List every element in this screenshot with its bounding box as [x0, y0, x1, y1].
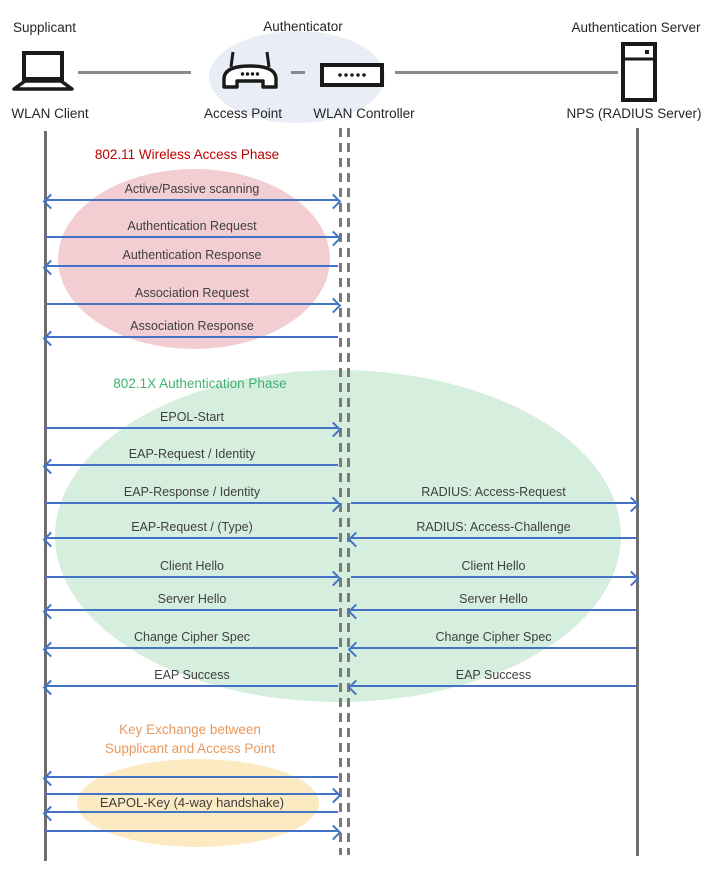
- server-lifeline: [636, 128, 639, 856]
- device-wlan-client: WLAN Client: [11, 106, 89, 121]
- ap-to-controller-dash: [291, 71, 305, 74]
- phase3-title-line1: Key Exchange between: [119, 722, 261, 737]
- wlan-controller-icon: [320, 63, 384, 87]
- phase3-ellipse: [77, 759, 319, 847]
- controller-to-server-line: [395, 71, 618, 74]
- phase1-title: 802.11 Wireless Access Phase: [94, 147, 280, 162]
- supplicant-lifeline: [44, 131, 47, 861]
- phase3-title-line2: Supplicant and Access Point: [104, 741, 276, 756]
- laptop-icon: [12, 51, 74, 91]
- device-nps-radius-server: NPS (RADIUS Server): [566, 106, 702, 121]
- device-wlan-controller: WLAN Controller: [313, 106, 415, 121]
- role-supplicant: Supplicant: [13, 20, 77, 35]
- access-point-icon: [222, 51, 278, 89]
- phase2-ellipse: [55, 370, 621, 702]
- eapol-key-note: EAPOL-Key (4-way handshake): [99, 795, 285, 810]
- authenticator-lifeline-right: [347, 128, 350, 855]
- client-to-ap-line: [78, 71, 191, 74]
- server-icon: [621, 42, 657, 102]
- device-access-point: Access Point: [203, 106, 283, 121]
- phase2-title: 802.1X Authentication Phase: [113, 376, 287, 391]
- authenticator-lifeline-left: [339, 128, 342, 855]
- role-authenticator: Authenticator: [263, 19, 343, 34]
- phase1-ellipse: [58, 169, 330, 349]
- role-authentication-server: Authentication Server: [571, 20, 701, 35]
